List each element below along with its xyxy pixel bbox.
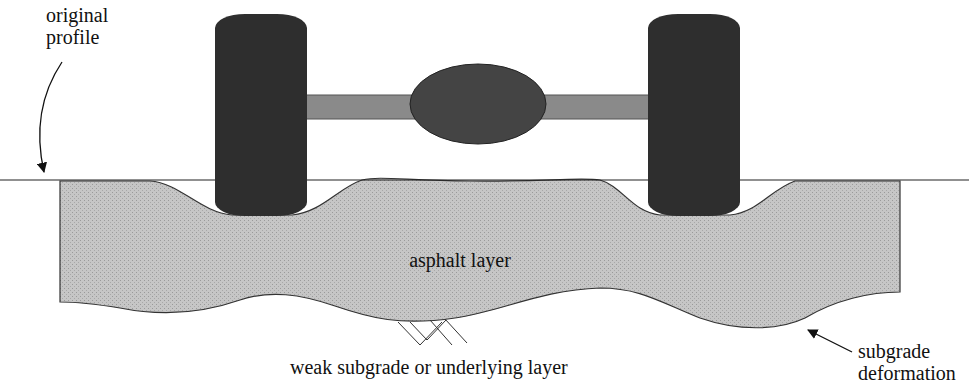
wheel: [648, 14, 740, 216]
original-profile-line: [0, 179, 969, 180]
wheel: [215, 14, 307, 216]
leader-arrow: [808, 330, 852, 352]
leader-arrow: [40, 62, 62, 172]
shear-marks: [398, 319, 467, 345]
differential: [410, 64, 546, 144]
layer-region: asphalt layer: [330, 230, 590, 290]
asphalt-layer: [60, 178, 900, 328]
annotation-label: subgrade deformation: [858, 340, 966, 384]
annotation-label: weak subgrade or underlying layer: [290, 356, 710, 378]
annotation-label: original profile: [46, 4, 136, 48]
layer-name: asphalt layer: [409, 249, 511, 271]
